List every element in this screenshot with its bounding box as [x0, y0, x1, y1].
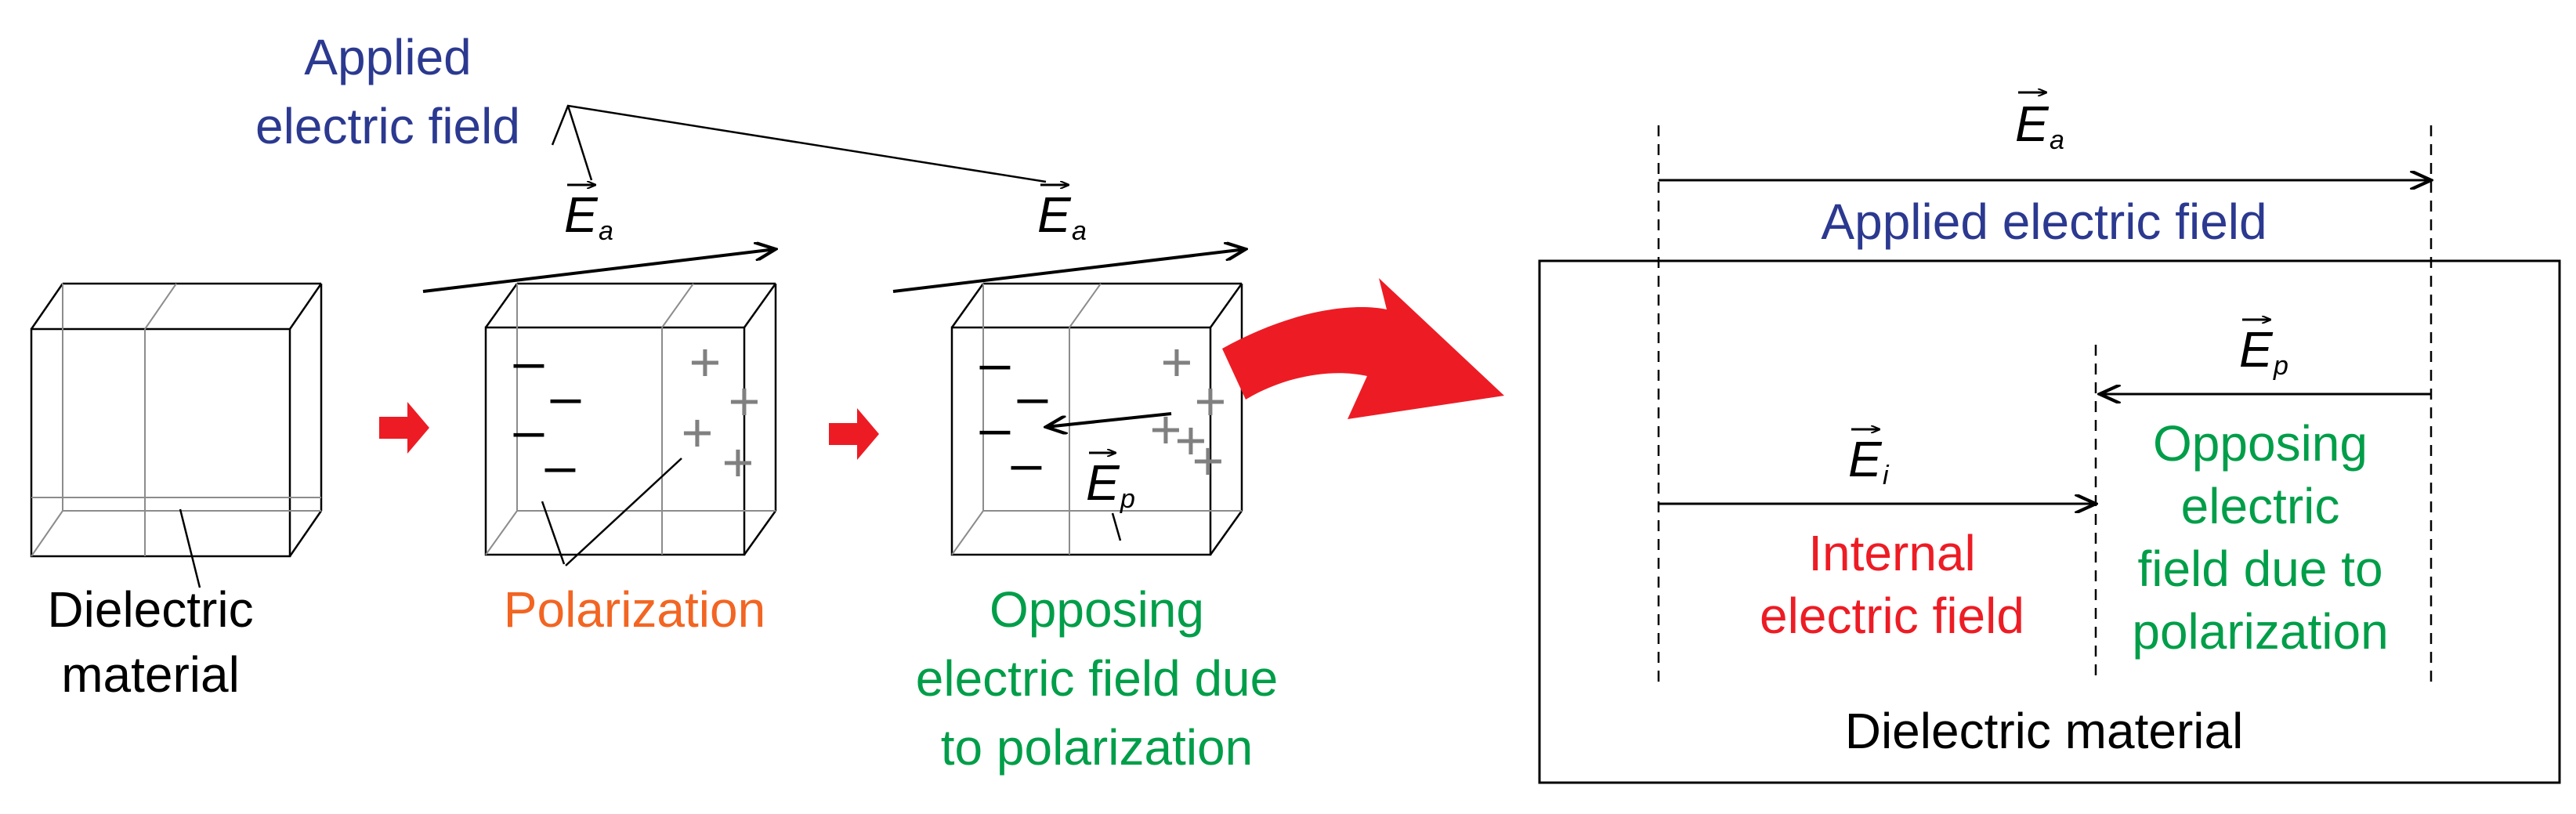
negative-charges-stage3: – – – –: [980, 332, 1048, 494]
negative-charge: –: [1018, 366, 1048, 427]
cube-plain-front: [30, 327, 291, 558]
step-arrow-1: [379, 402, 429, 454]
positive-charge: +: [1161, 331, 1193, 393]
positive-charge: +: [1150, 399, 1182, 460]
symbol-e: E: [2239, 321, 2274, 378]
symbol-e: E: [1848, 431, 1883, 487]
detail-internal-label-line2: electric field: [1760, 588, 2024, 644]
material-label-line2: material: [61, 646, 240, 703]
cube-opposing-hidden: [951, 283, 1242, 555]
negative-charge: –: [980, 332, 1011, 393]
applied-field-label-line1: Applied: [304, 29, 472, 85]
opposing-leader-line: [1111, 512, 1122, 541]
symbol-sub-a: a: [2050, 125, 2064, 155]
step-arrow-2: [829, 408, 879, 460]
symbol-sub-a: a: [599, 216, 613, 246]
negative-charge: –: [514, 400, 545, 461]
detail-material-label: Dielectric material: [1845, 703, 2244, 759]
positive-charge: +: [722, 432, 754, 493]
symbol-ea-stage3: E a: [1037, 185, 1087, 246]
material-leader-line: [179, 508, 201, 588]
positive-charge: +: [729, 371, 761, 432]
cube-plain-edge: [288, 283, 323, 330]
symbol-e: E: [1037, 186, 1072, 243]
big-zoom-arrow: [1222, 278, 1504, 419]
opposing-label-line3: to polarization: [941, 719, 1253, 776]
negative-charge: –: [514, 331, 545, 392]
negative-charge: –: [980, 397, 1011, 458]
cube-polarized-hidden: [485, 283, 776, 555]
applied-field-arrow-stage3: [892, 249, 1246, 293]
detail-internal-label-line1: Internal: [1808, 525, 1975, 581]
detail-applied-label: Applied electric field: [1821, 194, 2267, 250]
material-label-line1: Dielectric: [47, 581, 253, 638]
positive-charge: +: [1175, 410, 1207, 471]
symbol-ea-stage2: E a: [564, 185, 613, 246]
cube-polarized: [484, 282, 777, 556]
negative-charges-stage2: – – – –: [514, 331, 581, 496]
detail-opposing-label-line4: polarization: [2132, 603, 2388, 660]
positive-charge: +: [689, 331, 722, 393]
cube-plain-edge: [288, 510, 323, 557]
symbol-sub-p: p: [2273, 351, 2288, 381]
symbol-ei-detail: E i: [1848, 429, 1890, 490]
detail-material-box: [1538, 259, 2561, 784]
negative-charge: –: [551, 366, 581, 427]
cube-plain-hidden: [31, 283, 321, 557]
detail-opposing-label-line3: field due to: [2137, 541, 2382, 597]
symbol-e: E: [2015, 96, 2050, 152]
symbol-sub-a: a: [1072, 216, 1087, 246]
symbol-sub-p: p: [1120, 484, 1135, 514]
symbol-sub-i: i: [1883, 461, 1890, 490]
positive-charge: +: [1195, 371, 1227, 432]
opposing-label-line1: Opposing: [990, 581, 1204, 638]
symbol-e: E: [564, 186, 599, 243]
applied-field-leader-lines: [551, 104, 1047, 183]
opposing-field-arrow-stage3: [1046, 412, 1172, 427]
positive-charge: +: [1192, 430, 1225, 491]
positive-charges-stage3: + + + + +: [1150, 331, 1227, 491]
detail-opposing-label-line2: electric: [2181, 478, 2340, 534]
negative-charge: –: [545, 435, 576, 496]
negative-charge: –: [1011, 432, 1042, 494]
positive-charge: +: [682, 402, 714, 463]
cube-opposing: [950, 282, 1243, 556]
symbol-ea-detail: E a: [2015, 92, 2064, 155]
polarization-label: Polarization: [504, 581, 765, 638]
opposing-label-line2: electric field due: [916, 650, 1278, 707]
symbol-ep-stage3: E p: [1086, 453, 1135, 514]
cube-plain: [30, 282, 323, 558]
symbol-e: E: [1086, 454, 1120, 511]
polarization-leader-lines: [541, 458, 682, 566]
cube-plain-edge: [30, 283, 64, 330]
symbol-ep-detail: E p: [2239, 320, 2288, 381]
applied-field-arrow-stage2: [422, 249, 776, 293]
positive-charges-stage2: + + + +: [682, 331, 761, 493]
detail-opposing-label-line1: Opposing: [2153, 415, 2368, 472]
applied-field-label-line2: electric field: [255, 98, 520, 154]
